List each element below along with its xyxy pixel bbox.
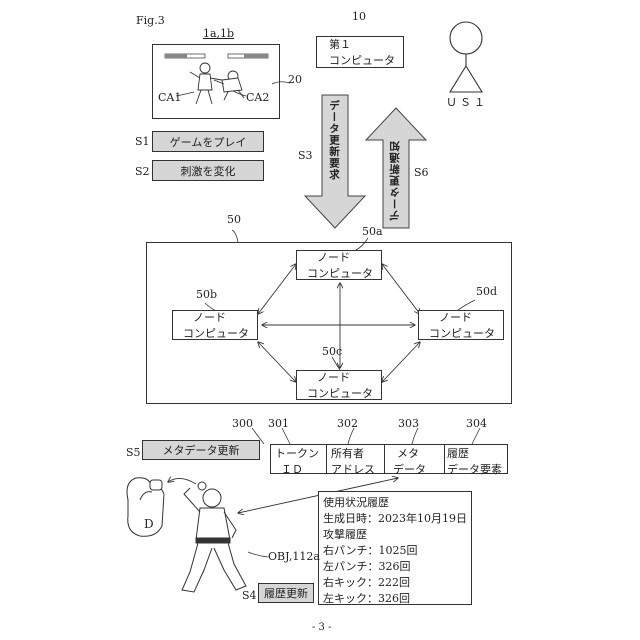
first-computer-line1: 第１ [329, 36, 351, 52]
user-label: ＵＳ１ [446, 97, 488, 109]
history-line-3: 右パンチ：1025回 [323, 543, 471, 559]
first-computer-box: 第１ コンピュータ [316, 36, 404, 68]
step-s5-box: メタデータ更新 [142, 440, 260, 460]
node-computer-50c: ノード コンピュータ [296, 370, 382, 400]
network-ref: 50 [227, 214, 241, 226]
node-50a-line1: ノード [307, 249, 350, 265]
step-s1-text: ゲームをプレイ [170, 134, 247, 150]
step-s1-box: ゲームをプレイ [152, 131, 264, 152]
node-50a-line2: コンピュータ [307, 265, 373, 281]
first-computer-line2: コンピュータ [329, 52, 395, 68]
first-computer-ref: 10 [352, 11, 366, 23]
device-label: D [144, 518, 154, 531]
history-line-6: 左キック：326回 [323, 591, 471, 607]
token-cell-history-line1: 履歴 [447, 445, 507, 461]
step-s6-text: データ更新通知 [387, 140, 402, 221]
token-cell-history: 履歴 データ要素 [445, 445, 507, 473]
step-s4-box: 履歴更新 [258, 583, 314, 603]
step-s5-label: S5 [126, 447, 141, 459]
node-50c-line2: コンピュータ [307, 385, 373, 401]
node-50c-ref: 50c [322, 346, 342, 358]
node-50b-ref: 50b [196, 289, 217, 301]
figure-label: Fig.3 [136, 15, 165, 27]
step-s6-label: S6 [414, 167, 429, 179]
page-number: - 3 - [312, 622, 331, 633]
object-ref: OBJ,112a [268, 551, 320, 563]
game-screen [152, 44, 280, 119]
token-cell-metadata-line1: メタ [397, 445, 444, 461]
history-box: 使用状況履歴 生成日時：2023年10月19日 攻撃履歴 右パンチ：1025回 … [318, 491, 472, 605]
token-col-303-ref: 303 [398, 418, 419, 430]
token-cell-owner-line1: 所有者 [331, 445, 384, 461]
node-50b-line2: コンピュータ [183, 325, 249, 341]
token-cell-metadata: メタ データ [385, 445, 445, 473]
history-line-1: 生成日時：2023年10月19日 [323, 511, 471, 527]
node-computer-50a: ノード コンピュータ [296, 250, 382, 280]
history-line-4: 左パンチ：326回 [323, 559, 471, 575]
token-cell-id-line2: ＩＤ [275, 461, 326, 477]
node-50d-line2: コンピュータ [429, 325, 495, 341]
game-device-ref: 1a,1b [203, 28, 234, 40]
node-50b-line1: ノード [183, 309, 226, 325]
token-table: トークン ＩＤ 所有者 アドレス メタ データ 履歴 データ要素 [270, 444, 508, 474]
node-50d-ref: 50d [476, 286, 497, 298]
step-s4-label: S4 [242, 590, 257, 602]
step-s3-text: データ更新要求 [327, 100, 342, 181]
node-computer-50b: ノード コンピュータ [172, 310, 258, 340]
node-50c-line1: ノード [307, 369, 350, 385]
token-cell-metadata-line2: データ [393, 461, 444, 477]
step-s2-box: 刺激を変化 [152, 160, 264, 181]
token-cell-owner: 所有者 アドレス [327, 445, 385, 473]
token-col-302-ref: 302 [337, 418, 358, 430]
step-s2-label: S2 [135, 166, 150, 178]
game-screen-ref: 20 [288, 74, 302, 86]
step-s2-text: 刺激を変化 [181, 163, 236, 179]
node-50d-line1: ノード [429, 309, 472, 325]
step-s1-label: S1 [135, 136, 150, 148]
step-s4-text: 履歴更新 [264, 585, 308, 601]
character-label-ca2: CA2 [246, 92, 269, 104]
token-cell-history-line2: データ要素 [447, 461, 507, 477]
node-50a-ref: 50a [362, 226, 383, 238]
step-s5-text: メタデータ更新 [163, 442, 240, 458]
token-cell-id: トークン ＩＤ [271, 445, 327, 473]
token-col-301-ref: 301 [268, 418, 289, 430]
node-computer-50d: ノード コンピュータ [418, 310, 504, 340]
history-line-0: 使用状況履歴 [323, 495, 471, 511]
step-s3-label: S3 [298, 150, 313, 162]
character-label-ca1: CA1 [158, 92, 181, 104]
token-cell-owner-line2: アドレス [331, 461, 384, 477]
karate-figure-icon [182, 482, 246, 592]
history-line-2: 攻撃履歴 [323, 527, 471, 543]
history-line-5: 右キック：222回 [323, 575, 471, 591]
user-icon [450, 22, 482, 92]
token-table-ref: 300 [232, 418, 253, 430]
token-col-304-ref: 304 [466, 418, 487, 430]
token-cell-id-line1: トークン [275, 445, 326, 461]
